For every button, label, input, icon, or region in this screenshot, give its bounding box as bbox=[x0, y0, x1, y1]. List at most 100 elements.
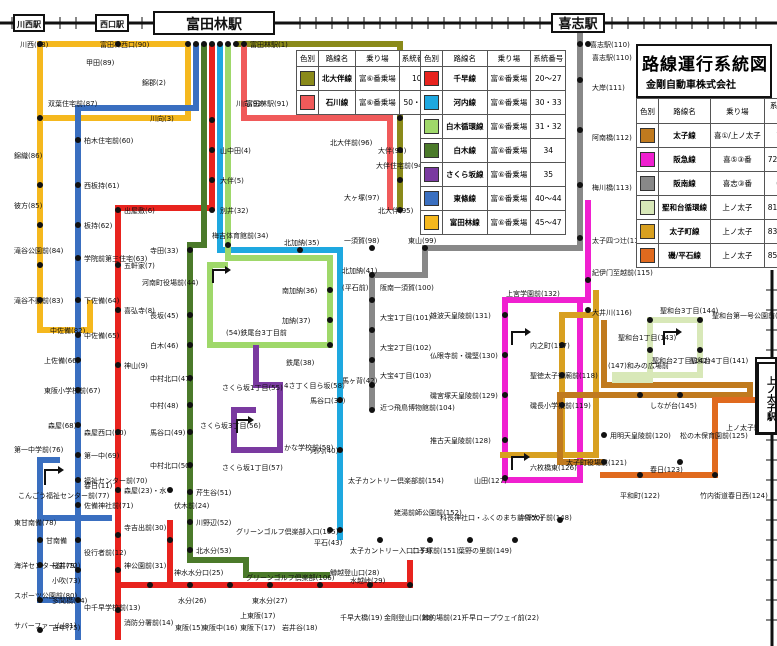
station-label: 二子塚前(151) bbox=[412, 546, 459, 555]
station-label: 出屋敷(6) bbox=[124, 206, 155, 215]
station-label: (平石前) bbox=[342, 283, 369, 292]
station-label: 北加納(35) bbox=[284, 238, 320, 247]
station-label: 東水分(27) bbox=[252, 596, 288, 605]
station-label: 大ヶ塚(97) bbox=[344, 193, 380, 202]
station-label: 甘南備 bbox=[46, 536, 67, 545]
station-label: 鱒釣場前(21) bbox=[422, 613, 465, 622]
station-label: 4さ丁く目ら坂(58) bbox=[284, 381, 345, 390]
station-label: 海洋センター前(79) bbox=[14, 561, 78, 570]
station-label: 梅吉体育館前(34) bbox=[212, 231, 269, 240]
station-label: 千早ロープウェイ前(22) bbox=[462, 613, 539, 622]
station-label: 雄波天皇陵前(131) bbox=[430, 311, 491, 320]
nishikiori-station-tag: 西口駅 bbox=[100, 20, 125, 29]
route-line-golf-branch bbox=[198, 557, 330, 578]
station-label: 小吹(73) bbox=[52, 576, 81, 585]
station-label: 平和町(122) bbox=[620, 491, 660, 500]
stop-name: 上ノ太子 bbox=[710, 195, 765, 220]
station-label: さくら坂3丁目(56) bbox=[200, 421, 261, 430]
route-name: 千早線 bbox=[442, 66, 488, 91]
station-label: 富田林西口(90) bbox=[100, 40, 150, 49]
station-label: 上東阪(17) bbox=[240, 611, 276, 620]
station-label: 春日(11) bbox=[84, 481, 113, 490]
station-label: 河内(40) bbox=[310, 446, 339, 455]
station-label: 岩井谷(18) bbox=[282, 623, 318, 632]
station-label: 滝谷公園前(84) bbox=[14, 246, 64, 255]
station-label: 鱒越登山口(28) bbox=[330, 568, 380, 577]
color-swatch bbox=[640, 152, 655, 167]
station-label: 柏木住宅前(60) bbox=[84, 136, 134, 145]
station-label: (147)和みの広場前 bbox=[608, 361, 669, 370]
route-number: 85〜88 bbox=[763, 243, 777, 268]
station-label: 大宝4丁目(103) bbox=[380, 371, 432, 380]
kaminotaishi-station-tag: 上ノ太子駅 bbox=[757, 362, 777, 434]
station-label: スポーツ公園前(80) bbox=[14, 591, 77, 600]
route-line-shiraki bbox=[187, 44, 207, 563]
stop-name: 喜⑤③番 bbox=[710, 147, 765, 172]
route-number: 34 bbox=[530, 138, 567, 163]
legend-header-number: 系統番号 bbox=[763, 98, 777, 124]
legend-header-color: 色別 bbox=[296, 50, 319, 67]
station-label: 中佐備(82) bbox=[50, 326, 86, 335]
station-label: 太子四つ辻(114) bbox=[592, 236, 646, 245]
station-label: 上宮学園前(132) bbox=[506, 289, 560, 298]
station-label: 大宝2丁目(102) bbox=[380, 343, 432, 352]
stop-name: 喜志③番 bbox=[710, 171, 765, 196]
station-label: 桜井(72) bbox=[52, 561, 81, 570]
station-label: こんごう福祉センター前(77) bbox=[18, 491, 110, 500]
route-name: 磯/平石線 bbox=[658, 243, 711, 268]
station-label: 馬谷口(39) bbox=[310, 396, 346, 405]
station-label: 中村北口(47) bbox=[150, 374, 193, 383]
station-label: さくら坂1丁目(57) bbox=[222, 463, 283, 472]
station-label: さくら坂1丁目(55) bbox=[222, 383, 283, 392]
route-number: 20〜27 bbox=[530, 66, 567, 91]
station-label: 東甘南備(78) bbox=[14, 518, 57, 527]
company-name: 金剛自動車株式会社 bbox=[646, 80, 736, 91]
route-line-hankyu bbox=[502, 200, 591, 483]
station-label: 松の木保育園前(125) bbox=[680, 431, 748, 440]
route-number: 35 bbox=[530, 162, 567, 187]
station-label: 聖和台3丁目(144) bbox=[660, 306, 719, 315]
color-swatch bbox=[640, 200, 655, 215]
station-label: 平石(43) bbox=[314, 539, 343, 547]
station-label: 春日(123) bbox=[650, 465, 683, 474]
station-label: 東阪中(16) bbox=[202, 623, 238, 632]
station-label: 推古天皇陵前(128) bbox=[430, 436, 491, 445]
route-name: 北大伴線 bbox=[318, 66, 356, 91]
route-name: 河内線 bbox=[442, 90, 488, 115]
station-label: 芹生谷(51) bbox=[196, 488, 232, 497]
legend-header-color: 色別 bbox=[636, 98, 659, 124]
station-label: 寺吉出前(30) bbox=[124, 523, 167, 532]
station-label: グリーンゴルフ倶楽部(106) bbox=[246, 573, 335, 582]
route-name: 白木循環線 bbox=[442, 114, 488, 139]
station-label: 福祉センター前(70) bbox=[84, 476, 148, 485]
map-title-box: 路線運行系統図 金剛自動車株式会社 bbox=[636, 44, 772, 98]
station-label: 板持(62) bbox=[84, 221, 113, 230]
legend-header-route: 路線名 bbox=[318, 50, 356, 67]
station-label: 双葉住宅前(87) bbox=[48, 99, 98, 108]
station-label: 馬谷口(49) bbox=[150, 428, 186, 437]
station-label: 梅川橋(113) bbox=[592, 183, 632, 192]
station-label: 聖和台4丁目(141) bbox=[690, 356, 749, 365]
route-name: さくら坂線 bbox=[442, 162, 488, 187]
station-label: 馬ヶ背(42) bbox=[342, 376, 378, 385]
legend-header-route: 路線名 bbox=[658, 98, 711, 124]
route-line-seiwadai bbox=[612, 317, 703, 383]
legend-header-stop: 乗り場 bbox=[710, 98, 765, 124]
station-label: 仏眼寺前・磯堅(130) bbox=[430, 351, 498, 360]
route-line-sakurazaka bbox=[231, 345, 283, 453]
station-label: 鉄尾(38) bbox=[286, 358, 315, 367]
route-name: 東條線 bbox=[442, 186, 488, 211]
stop-name: 富⑥番乗場 bbox=[486, 162, 532, 187]
color-swatch bbox=[424, 143, 439, 158]
station-label: 中村(48) bbox=[150, 401, 179, 410]
station-label: 北大伴(95) bbox=[378, 206, 414, 215]
station-label: 西板持(61) bbox=[84, 181, 120, 190]
station-label: 錦郡(2) bbox=[142, 78, 166, 87]
station-label: 大井川(116) bbox=[592, 308, 632, 317]
station-label: 北水分(53) bbox=[196, 546, 232, 555]
stop-name: 富⑥番乗場 bbox=[486, 66, 532, 91]
